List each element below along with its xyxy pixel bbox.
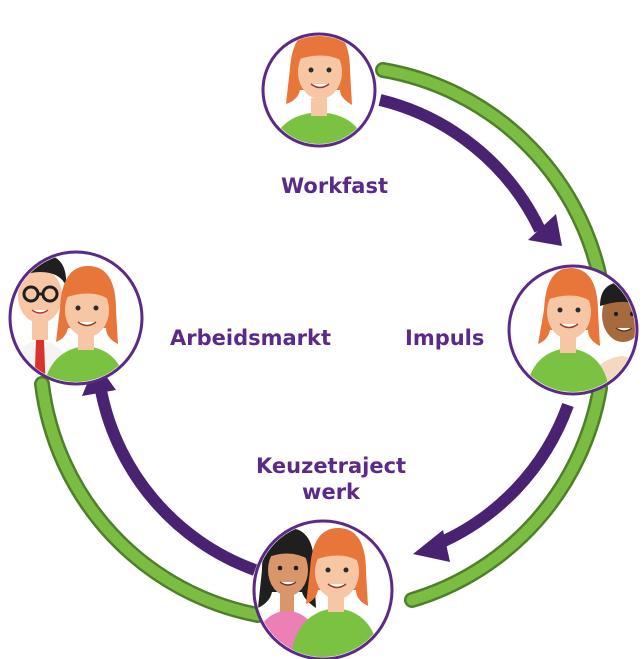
node-keuzetraject	[252, 519, 394, 659]
woman-redhead-icon	[525, 268, 610, 392]
purple-arrows	[82, 94, 574, 576]
arrowhead-to-impuls	[528, 214, 562, 246]
arrow-workfast-to-impuls	[378, 94, 546, 233]
stage-label-keuzetraject: Keuzetraject werk	[256, 453, 406, 505]
green-ring	[34, 62, 608, 623]
stage-label-impuls: Impuls	[405, 326, 485, 350]
stage-label-workfast: Workfast	[281, 174, 389, 198]
node-impuls	[507, 264, 639, 396]
stage-label-arbeidsmarkt: Arbeidsmarkt	[170, 326, 332, 350]
stage-label-keuzetraject-line2: werk	[302, 480, 361, 504]
node-arbeidsmarkt	[8, 250, 144, 386]
woman-redhead-icon	[270, 36, 368, 144]
green-ring-segment-bottom-right-inner	[406, 382, 606, 606]
arrow-keuzetraject-to-arbeidsmarkt	[94, 383, 258, 576]
woman-redhead-icon	[42, 266, 128, 382]
green-ring-segment-top-right	[375, 62, 608, 286]
arrow-impuls-to-keuzetraject	[432, 402, 574, 551]
stage-label-keuzetraject-line1: Keuzetraject	[256, 454, 407, 478]
node-workfast	[261, 32, 377, 148]
green-ring-segment-top-right-inner	[377, 64, 606, 284]
green-ring-segment-bottom-left-inner	[36, 378, 264, 621]
arrowhead-to-keuzetraject	[413, 530, 450, 562]
